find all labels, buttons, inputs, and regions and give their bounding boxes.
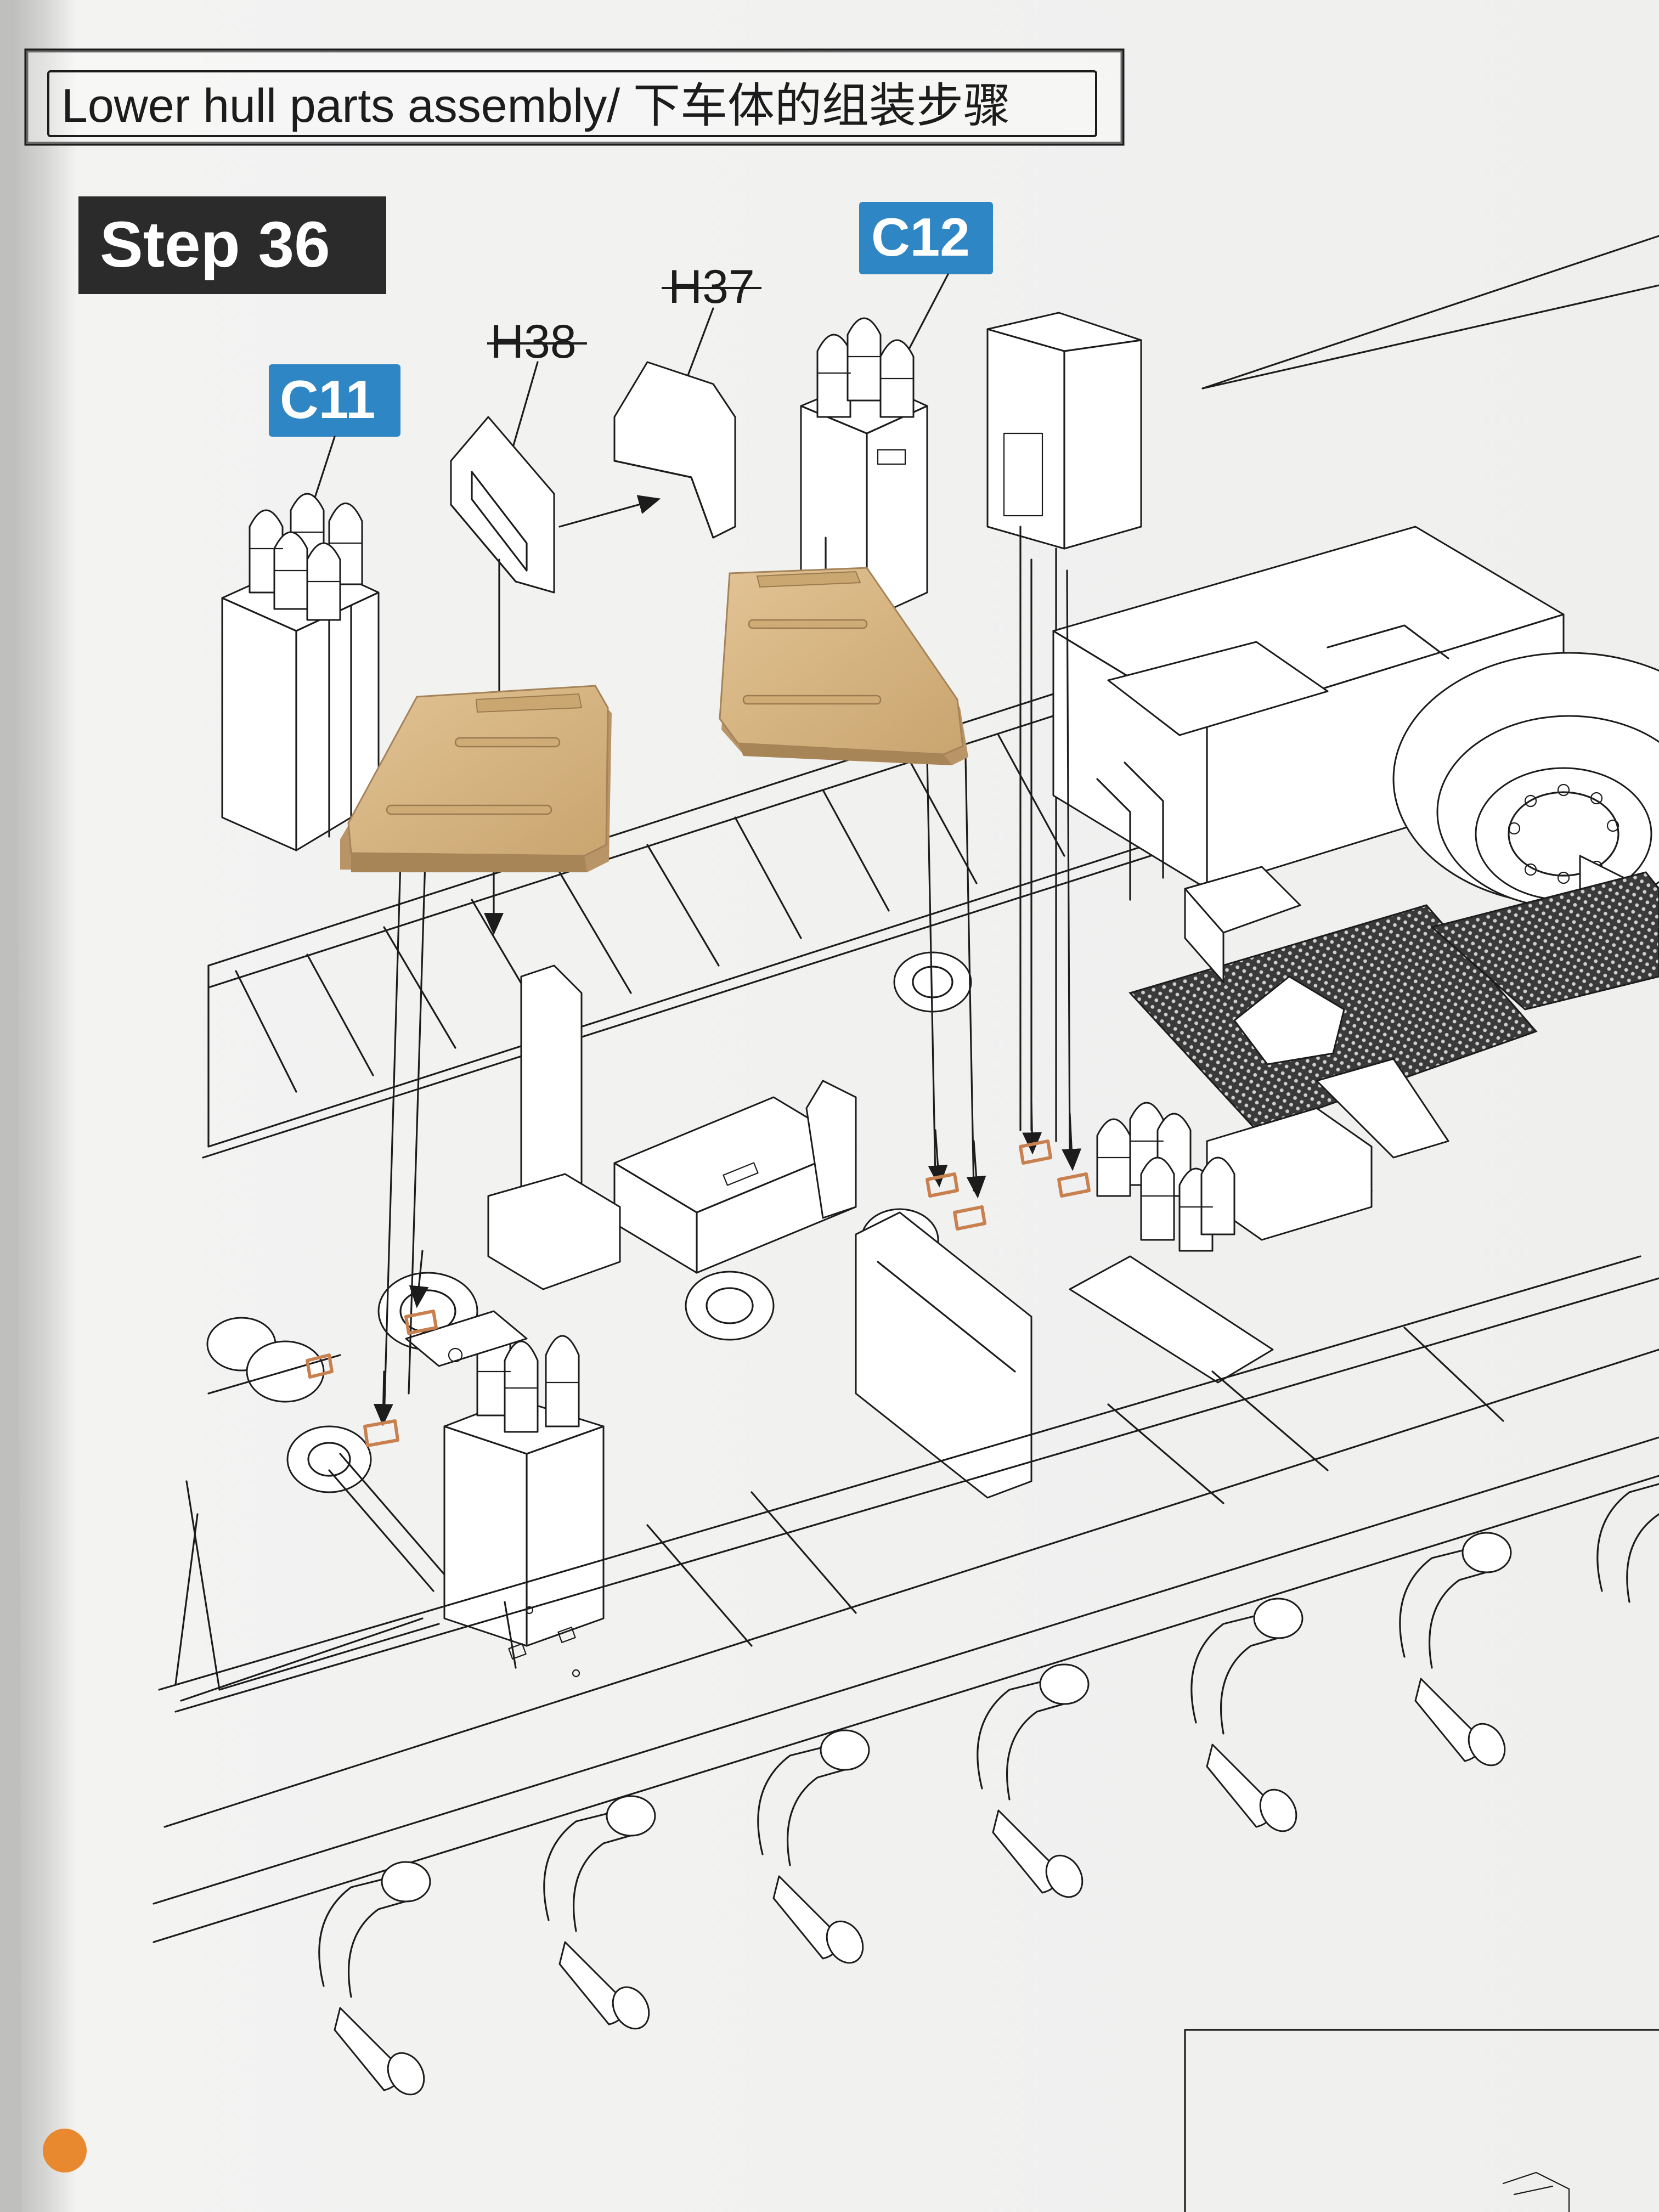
assembly-guide-lines — [373, 558, 1082, 1426]
drive-sprocket — [1392, 652, 1659, 909]
ammo-rack-c12 — [800, 317, 928, 621]
part-tag-c11-label: C11 — [280, 369, 375, 430]
photo-etch-parts — [306, 1139, 1091, 1447]
bracket-h37 — [613, 361, 736, 539]
part-label-h38-text: H38 — [490, 315, 577, 368]
ammo-rack-c11 — [221, 493, 380, 851]
step-number: Step 36 — [100, 208, 330, 281]
suspension-arms — [318, 1483, 1659, 2096]
step-badge: Step 36 — [78, 196, 386, 294]
part-tag-c11: C11 — [269, 364, 400, 437]
orange-dot — [43, 2129, 87, 2172]
detail-inset-frame — [1184, 2029, 1659, 2212]
part-tag-c12: C12 — [859, 202, 993, 274]
bracket-h38 — [450, 416, 661, 709]
resin-part-right — [719, 567, 968, 765]
section-title: Lower hull parts assembly/ 下车体的组装步骤 — [61, 80, 1011, 132]
ammo-rack-lower — [405, 1310, 605, 1647]
part-label-h37: H37 — [662, 261, 761, 313]
crew-seat — [1096, 761, 1345, 1065]
roller-housing-left — [174, 1317, 445, 1702]
part-tag-c12-label: C12 — [871, 207, 970, 267]
section-header: Lower hull parts assembly/ 下车体的组装步骤 — [24, 48, 1125, 146]
resin-part-left — [340, 685, 612, 872]
part-label-h38: H38 — [487, 315, 587, 368]
ammo-cluster-center — [1096, 1102, 1235, 1252]
tall-box — [986, 312, 1142, 1142]
